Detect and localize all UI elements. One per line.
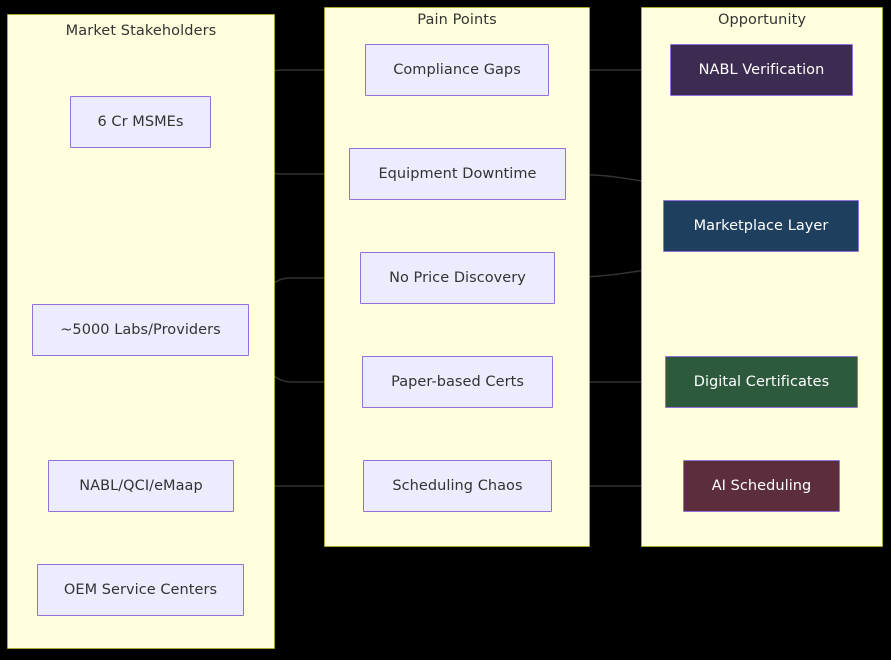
subgraph-title-pain-points: Pain Points [417,12,497,28]
node-ai-scheduling[interactable]: AI Scheduling [683,460,840,512]
node-regulators[interactable]: NABL/QCI/eMaap [48,460,234,512]
node-marketplace-layer[interactable]: Marketplace Layer [663,200,859,252]
node-scheduling-chaos[interactable]: Scheduling Chaos [363,460,552,512]
node-digital-certificates[interactable]: Digital Certificates [665,356,858,408]
subgraph-opportunity: Opportunity [641,7,883,547]
node-oem[interactable]: OEM Service Centers [37,564,244,616]
node-msmes[interactable]: 6 Cr MSMEs [70,96,211,148]
node-equipment-downtime[interactable]: Equipment Downtime [349,148,566,200]
subgraph-title-market-stakeholders: Market Stakeholders [65,23,217,39]
subgraph-title-opportunity: Opportunity [717,12,807,28]
node-nabl-verification[interactable]: NABL Verification [670,44,853,96]
node-paper-based-certs[interactable]: Paper-based Certs [362,356,553,408]
node-labs[interactable]: ~5000 Labs/Providers [32,304,249,356]
node-compliance-gaps[interactable]: Compliance Gaps [365,44,549,96]
node-no-price-discovery[interactable]: No Price Discovery [360,252,555,304]
